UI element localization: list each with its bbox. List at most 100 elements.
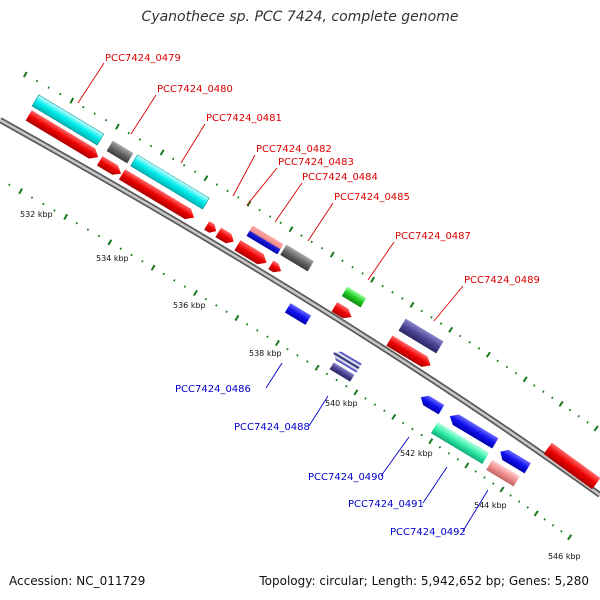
tick-mark [439, 322, 443, 325]
tick-mark [256, 329, 259, 332]
tick-mark [75, 221, 79, 225]
gene-feature[interactable] [486, 459, 520, 487]
gene-feature[interactable] [204, 221, 219, 235]
gene-label[interactable]: PCC7424_0488 [234, 422, 310, 433]
tick-mark [288, 226, 294, 233]
tick-mark [514, 371, 518, 375]
gene-label[interactable]: PCC7424_0490 [308, 472, 384, 483]
tick-mark [86, 228, 90, 231]
tick-mark [286, 347, 289, 351]
tick-mark [383, 409, 386, 413]
scale-label: 544 kbp [474, 501, 507, 510]
tick-mark [119, 247, 122, 250]
gene-feature[interactable] [280, 244, 314, 272]
tick-mark [456, 458, 460, 461]
map-title: Cyanothece sp. PCC 7424, complete genome [141, 9, 459, 25]
gene-feature[interactable] [284, 303, 312, 325]
tick-mark [172, 157, 175, 161]
gene-feature[interactable] [331, 348, 362, 373]
gene-label[interactable]: PCC7424_0481 [206, 113, 282, 124]
tick-mark [93, 112, 96, 115]
tick-mark [138, 138, 142, 141]
tick-mark [215, 304, 218, 307]
tick-mark [215, 183, 219, 186]
tick-mark [335, 378, 338, 382]
gene-label[interactable]: PCC7424_0485 [334, 192, 410, 203]
tick-mark [150, 264, 156, 271]
tick-mark [526, 506, 530, 509]
gene-feature[interactable] [497, 447, 531, 474]
gene-feature[interactable] [96, 156, 124, 178]
gene-label[interactable]: PCC7424_0479 [105, 53, 181, 64]
tick-tracks [8, 71, 599, 541]
gene-feature[interactable] [106, 140, 134, 164]
gene-feature[interactable] [430, 421, 490, 465]
gene-feature[interactable] [215, 227, 236, 247]
tick-mark [560, 529, 563, 533]
tick-mark [300, 234, 303, 237]
gene-label[interactable]: PCC7424_0487 [395, 231, 471, 242]
tick-mark [115, 123, 120, 130]
tick-mark [551, 524, 555, 527]
tick-mark [130, 253, 133, 257]
tick-mark [499, 486, 505, 493]
tick-mark [428, 438, 434, 445]
gene-feature[interactable] [25, 110, 102, 162]
gene-label[interactable]: PCC7424_0489 [464, 275, 540, 286]
tick-mark [409, 301, 415, 308]
tick-mark [522, 376, 528, 383]
gene-label[interactable]: PCC7424_0484 [302, 172, 378, 183]
gene-label[interactable]: PCC7424_0480 [157, 84, 233, 95]
gene-feature[interactable] [130, 154, 210, 210]
tick-mark [296, 354, 299, 357]
tick-mark [391, 291, 394, 294]
scale-labels: 532 kbp 534 kbp 536 kbp 538 kbp 540 kbp … [20, 210, 581, 561]
tick-mark [370, 276, 376, 283]
tick-mark [464, 462, 470, 469]
gene-feature[interactable] [341, 286, 367, 308]
scale-label: 538 kbp [249, 349, 282, 358]
tick-mark [364, 397, 367, 400]
gene-feature[interactable] [386, 335, 433, 370]
tick-mark [237, 196, 240, 199]
tick-mark [42, 202, 45, 206]
scale-label: 546 kbp [548, 552, 581, 561]
tick-mark [420, 309, 424, 313]
gene-label[interactable]: PCC7424_0491 [348, 499, 424, 510]
tick-mark [351, 265, 354, 269]
gene-label[interactable]: PCC7424_0486 [175, 384, 251, 395]
gene-feature[interactable] [418, 393, 445, 415]
tick-mark [329, 251, 335, 258]
tick-mark [268, 215, 272, 218]
gene-feature[interactable] [246, 225, 284, 255]
tick-mark [107, 239, 113, 246]
scale-label: 540 kbp [325, 399, 358, 408]
tick-mark [483, 476, 486, 479]
tick-mark [533, 384, 536, 387]
topology-text: Topology: circular; Length: 5,942,652 bp… [259, 574, 589, 588]
gene-label[interactable]: PCC7424_0482 [256, 144, 332, 155]
tick-mark [458, 334, 462, 338]
tick-mark [567, 534, 573, 541]
tick-mark [341, 259, 344, 263]
gene-feature[interactable] [543, 442, 600, 490]
gene-feature[interactable] [31, 94, 105, 146]
label-leaders-reverse [265, 362, 489, 532]
tick-mark [225, 310, 228, 314]
tick-mark [468, 340, 471, 344]
gene-label[interactable]: PCC7424_0483 [278, 157, 354, 168]
gene-feature[interactable] [329, 362, 355, 382]
tick-mark [149, 144, 153, 148]
gene-feature[interactable] [118, 169, 197, 223]
gene-feature[interactable] [398, 318, 444, 354]
gene-feature[interactable] [447, 411, 499, 449]
gene-feature[interactable] [234, 240, 269, 268]
gene-feature[interactable] [268, 260, 283, 276]
tick-mark [258, 208, 261, 212]
tick-mark [448, 326, 454, 333]
tick-mark [69, 97, 75, 104]
gene-label[interactable]: PCC7424_0492 [390, 527, 466, 538]
tick-mark [245, 322, 249, 326]
tick-mark [47, 86, 50, 89]
gene-feature[interactable] [331, 302, 355, 322]
